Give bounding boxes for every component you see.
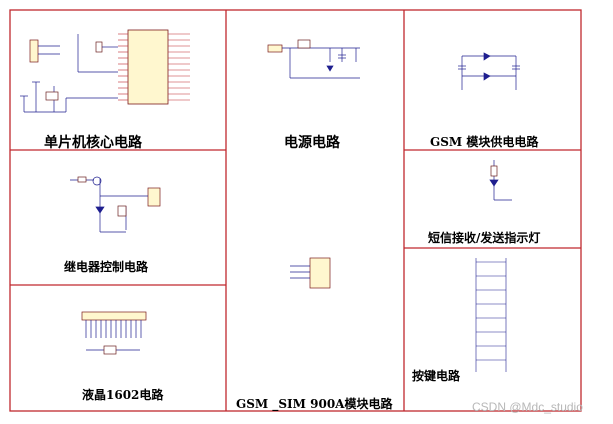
relay-schematic [70,176,161,233]
caption-power: 电源电路 [284,135,340,151]
caption-mcu: 单片机核心电路 [44,135,142,151]
caption-sim900: GSM _SIM 900A模块电路 [236,397,393,411]
mcu-chip [127,29,169,105]
caption-keys: 按键电路 [412,369,461,383]
gsm-power-schematic [458,52,520,90]
led-schematic [489,160,512,201]
sim900a-schematic [290,257,331,289]
power-schematic [267,39,360,79]
panel-grid [9,9,582,412]
caption-led: 短信接收/发送指示灯 [428,231,541,245]
caption-relay: 继电器控制电路 [64,260,149,274]
caption-lcd: 液晶1602电路 [82,388,164,402]
mcu-core-schematic [20,29,190,113]
lcd1602-schematic [81,311,147,355]
watermark: CSDN @Mdc_studio [472,400,583,414]
keys-schematic [475,258,507,372]
caption-gsm-power: GSM 模块供电电路 [430,135,539,149]
